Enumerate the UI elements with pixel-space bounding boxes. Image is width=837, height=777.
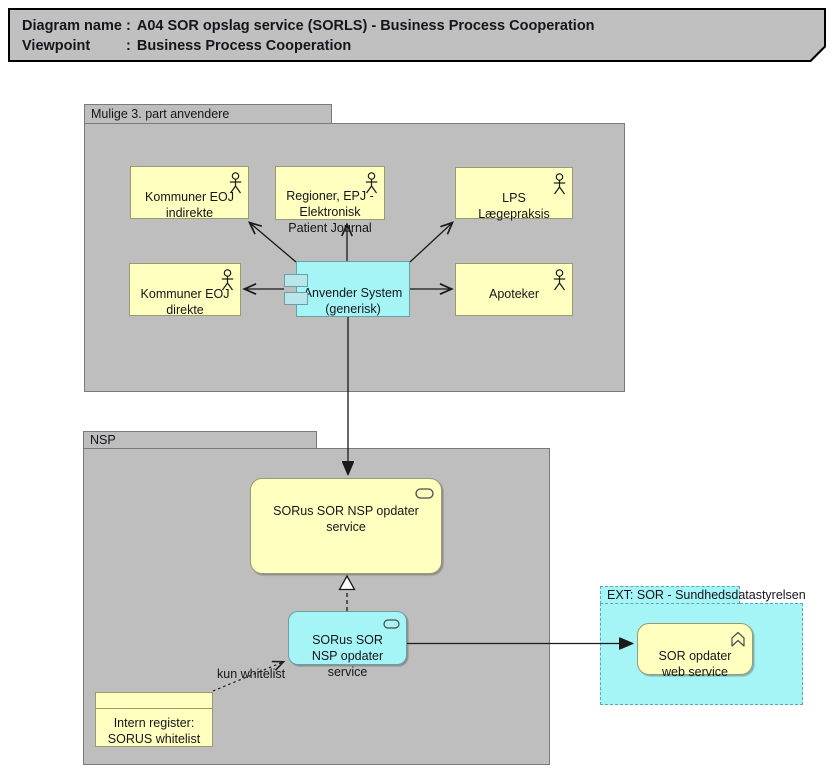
node-kommuner-eoj-direkte: Kommuner EOJ direkte xyxy=(129,263,241,317)
object-top-bar xyxy=(96,708,212,709)
title-viewpoint-sep: : xyxy=(126,38,131,54)
service-icon xyxy=(383,619,400,629)
title-diagram-name-label: Diagram name xyxy=(22,18,122,34)
node-kommuner-eoj-indirekte: Kommuner EOJ indirekte xyxy=(130,166,249,220)
title-diagram-name-value: A04 SOR opslag service (SORLS) - Busines… xyxy=(136,18,595,34)
node-regioner-epj-label: Regioner, EPJ - Elektronisk Patient Jour… xyxy=(286,189,374,235)
title-row-diagram-name: Diagram name: A04 SOR opslag service (SOR… xyxy=(22,16,824,36)
node-anvender-system-label: Anvender System (generisk) xyxy=(303,286,403,316)
node-sorus-sor-nsp-opdater-service-app-label: SORus SOR NSP opdater service xyxy=(311,633,384,679)
node-sor-opdater-web-service-label: SOR opdater web service xyxy=(658,649,732,679)
node-kommuner-eoj-direkte-label: Kommuner EOJ direkte xyxy=(140,287,230,317)
component-port-icon xyxy=(284,274,308,287)
node-lps: LPS Lægepraksis xyxy=(455,167,573,221)
title-diagram-name-sep: : xyxy=(126,18,131,34)
node-sorus-sor-nsp-opdater-service-app: SORus SOR NSP opdater service xyxy=(288,611,407,679)
title-note-body: Diagram name: A04 SOR opslag service (SOR… xyxy=(10,10,824,60)
node-regioner-epj: Regioner, EPJ - Elektronisk Patient Jour… xyxy=(275,166,385,235)
node-kommuner-eoj-indirekte-label: Kommuner EOJ indirekte xyxy=(145,190,234,220)
edge-kun-whitelist-label: kun whitelist xyxy=(217,667,286,681)
component-port-icon xyxy=(284,292,308,305)
group-third-party-body xyxy=(84,123,625,392)
title-note: Diagram name: A04 SOR opslag service (SOR… xyxy=(8,8,826,62)
node-sorus-sor-nsp-opdater-service: SORus SOR NSP opdater service xyxy=(250,478,442,574)
service-icon xyxy=(415,488,434,499)
business-actor-icon xyxy=(365,172,378,194)
business-actor-icon xyxy=(553,269,566,291)
title-viewpoint-value: Business Process Cooperation xyxy=(136,38,352,54)
node-intern-register: Intern register: SORUS whitelist xyxy=(95,692,213,747)
group-nsp-tab: NSP xyxy=(83,431,317,449)
business-actor-icon xyxy=(221,269,234,291)
group-third-party-tab: Mulige 3. part anvendere xyxy=(84,104,332,124)
node-intern-register-label: Intern register: SORUS whitelist xyxy=(107,716,201,746)
title-row-viewpoint: Viewpoint: Business Process Cooperation xyxy=(22,36,824,56)
business-actor-icon xyxy=(229,172,242,194)
node-sorus-sor-nsp-opdater-service-label: SORus SOR NSP opdater service xyxy=(273,504,419,534)
node-anvender-system: Anvender System (generisk) xyxy=(296,261,410,317)
process-chevron-icon xyxy=(731,631,745,647)
group-ext-tab: EXT: SOR - Sundhedsdatastyrelsen xyxy=(600,586,806,604)
node-sor-opdater-web-service: SOR opdater web service xyxy=(637,623,753,679)
node-apoteker-label: Apoteker xyxy=(488,287,540,301)
title-viewpoint-label: Viewpoint xyxy=(22,38,91,54)
node-apoteker: Apoteker xyxy=(455,263,573,316)
node-lps-label: LPS Lægepraksis xyxy=(478,191,550,221)
business-actor-icon xyxy=(553,173,566,195)
